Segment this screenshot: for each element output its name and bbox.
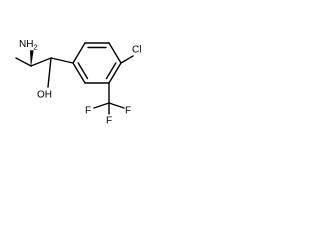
ring-double-bond-3 <box>77 62 89 80</box>
bond-methyl <box>15 57 32 67</box>
bond-c2-ring <box>50 57 74 64</box>
ring-bond-4 <box>108 62 122 84</box>
bond-c1-c2 <box>30 57 52 67</box>
amine-label: NH2 <box>19 39 38 52</box>
bond-c-f3 <box>108 102 125 109</box>
structure-diagram: NH2 OH Cl F F F <box>0 0 152 152</box>
ring-bond-1 <box>72 42 86 64</box>
fluorine-label-right: F <box>125 106 131 117</box>
ring-double-bond-2 <box>105 62 117 80</box>
fluorine-label-left: F <box>85 106 91 117</box>
molecule-drawing: NH2 OH Cl F F F <box>15 39 141 127</box>
chlorine-label: Cl <box>132 45 141 56</box>
hydroxyl-label: OH <box>37 90 52 101</box>
fluorine-label-bottom: F <box>106 116 112 127</box>
ring-bond-3 <box>108 42 122 64</box>
bond-c-f1 <box>93 102 110 109</box>
ring-bond-6 <box>72 62 86 84</box>
wedge-bond-amine <box>30 50 34 67</box>
bond-ring-cl <box>120 55 134 64</box>
bond-c2-oh <box>47 57 52 88</box>
